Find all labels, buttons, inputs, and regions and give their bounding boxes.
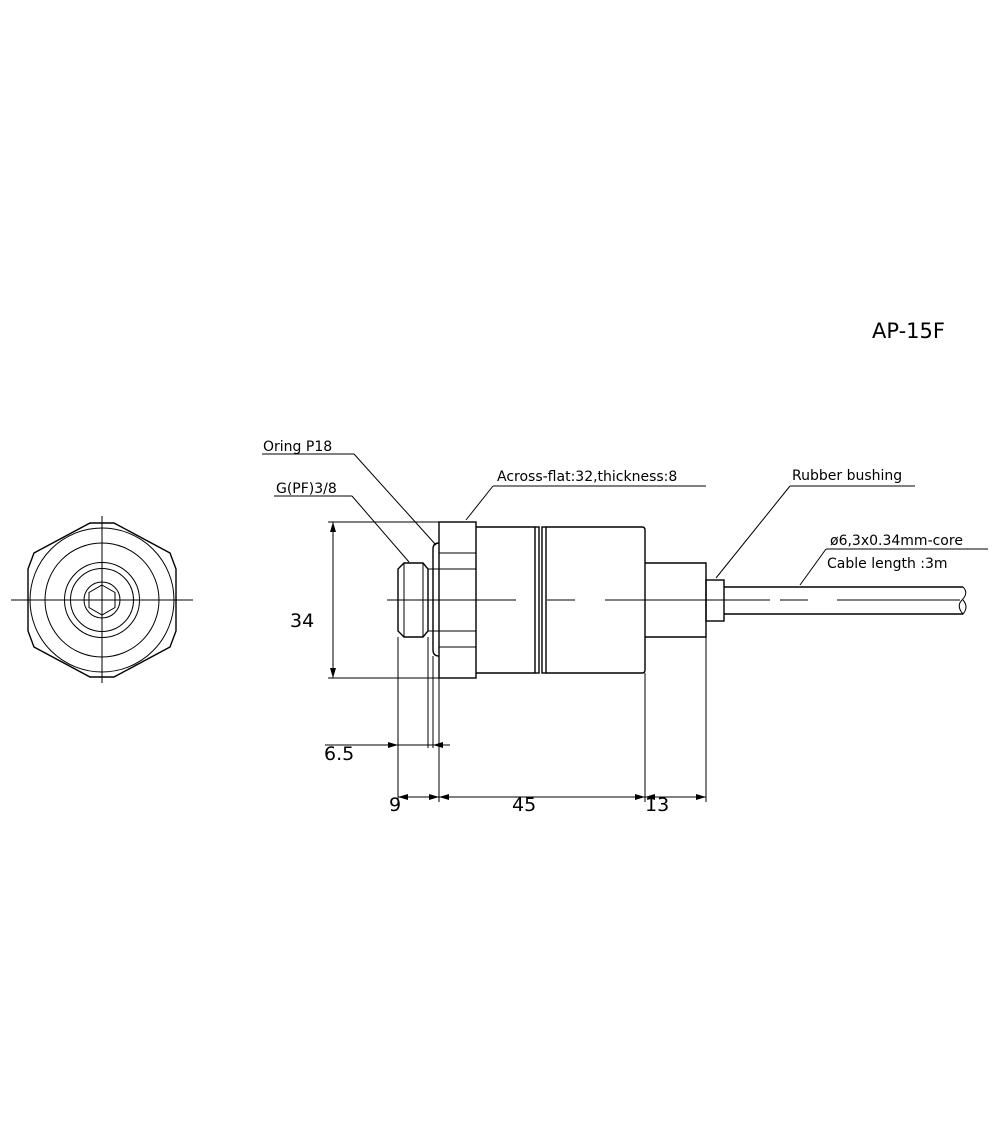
drawing-title: AP-15F xyxy=(872,319,945,343)
annotations: Oring P18 G(PF)3/8 Across-flat:32,thickn… xyxy=(262,439,988,586)
dimensions: 34 6.5 9 45 13 xyxy=(290,521,707,816)
hex-nut xyxy=(438,521,477,679)
oring xyxy=(432,542,440,657)
rubber-bushing xyxy=(705,579,725,622)
label-oring: Oring P18 xyxy=(263,439,332,455)
dim-rear-length: 13 xyxy=(645,794,669,816)
dim-thread-depth: 6.5 xyxy=(324,743,354,765)
cable xyxy=(724,586,967,615)
dim-height: 34 xyxy=(290,610,314,632)
dim-body-length: 45 xyxy=(512,794,536,816)
label-thread: G(PF)3/8 xyxy=(276,481,337,497)
label-rubber-bushing: Rubber bushing xyxy=(792,468,902,484)
label-cable-length: Cable length :3m xyxy=(827,556,948,572)
end-view xyxy=(11,516,193,683)
dim-thread-length: 9 xyxy=(389,794,401,816)
label-cable-spec: ø6,3x0.34mm-core xyxy=(830,533,963,549)
side-view xyxy=(387,521,967,679)
sensor-body xyxy=(476,526,646,674)
label-across-flat: Across-flat:32,thickness:8 xyxy=(497,469,677,485)
end-view-hex-outline xyxy=(27,522,177,678)
